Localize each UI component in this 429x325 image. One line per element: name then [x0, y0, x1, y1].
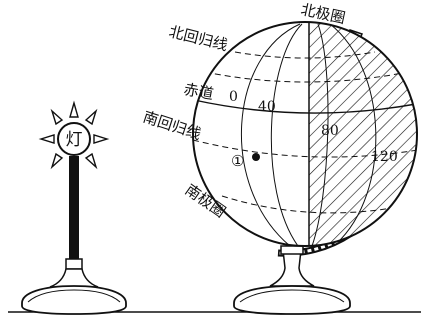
meridian-120-line: [329, 23, 377, 245]
lamp-label: 灯: [66, 130, 83, 150]
equator-line: [193, 99, 417, 114]
meridian-80-line: [311, 23, 329, 246]
tropic-of-capricorn-line: [193, 139, 417, 158]
longitude-label-120: 120: [371, 149, 398, 165]
antarctic-circle-line: [221, 195, 393, 214]
longitude-label-0: 0: [229, 89, 238, 105]
point-1-label: ①: [231, 152, 244, 170]
stand-neck: [269, 249, 315, 287]
globe-outline: [192, 21, 418, 247]
label-tropic-of-cancer: 北回归线: [167, 22, 230, 54]
longitude-label-80: 80: [321, 123, 339, 139]
lamp-bulb: [57, 122, 91, 156]
lamp-stem: [49, 268, 99, 288]
meridian-40-line: [270, 23, 303, 246]
point-1-dot: [252, 153, 260, 161]
tropic-of-cancer-line: [204, 71, 409, 83]
lamp-pole: [69, 156, 79, 264]
meridian-0-line: [240, 23, 301, 246]
label-equator: 赤道: [182, 80, 215, 103]
globe: ① 0 40 80 120: [192, 21, 418, 247]
longitude-label-40: 40: [258, 99, 276, 115]
lamp-collar: [65, 258, 83, 270]
lamp: 灯: [21, 100, 127, 315]
arctic-circle-line: [234, 51, 376, 59]
